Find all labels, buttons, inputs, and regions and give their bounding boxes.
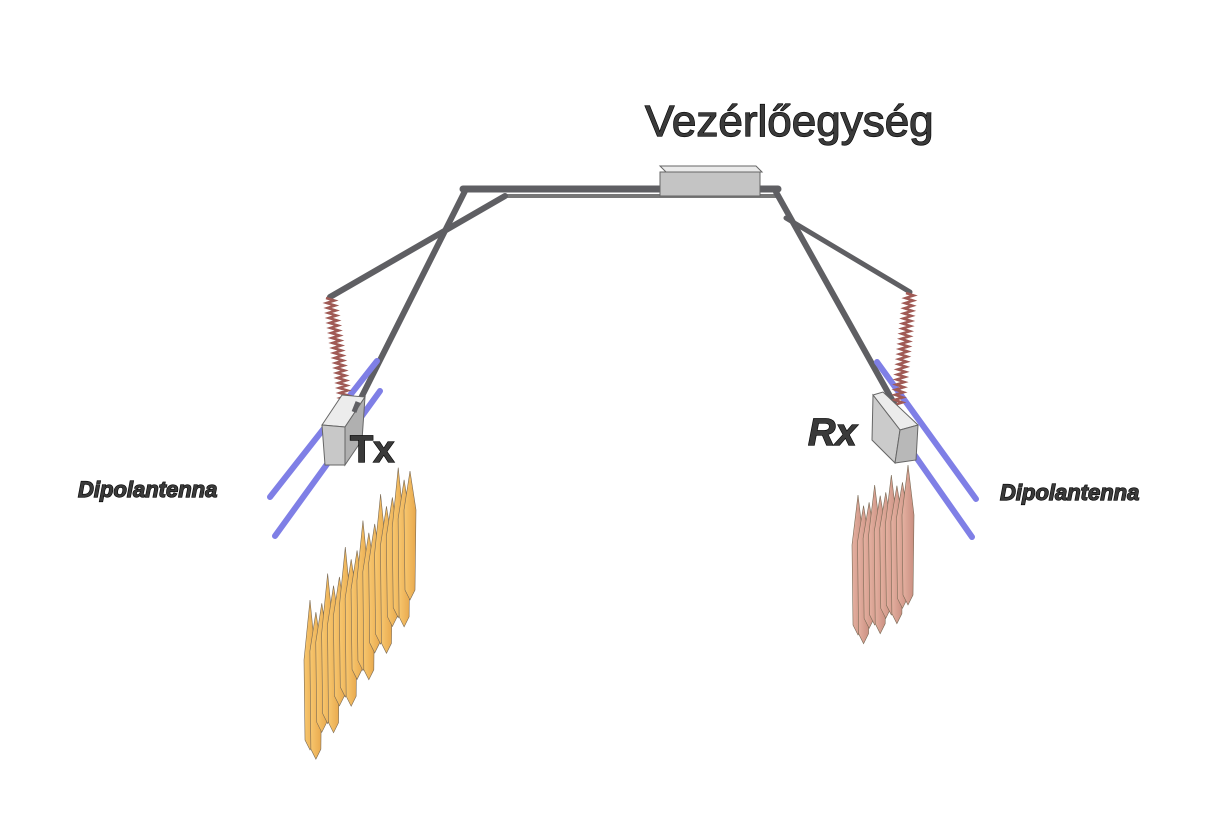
spring-tx [322,296,354,410]
spring-rx [890,291,918,407]
dipole-right-label: Dipolantenna [1000,480,1139,505]
dipole-left-label: Dipolantenna [78,477,217,502]
rx-label: Rx [808,412,858,454]
wave-lobe [901,464,915,606]
tx-label: Tx [350,429,394,471]
control-unit-label: Vezérlőegység [645,97,934,146]
control-unit-box [658,165,764,197]
tx-radiation-pattern [303,467,417,760]
rx-radiation-pattern [851,464,915,645]
rx-unit-box [871,391,919,465]
tx-unit-box [321,394,366,467]
cable-rails [327,185,913,413]
wave-lobe [403,470,417,601]
